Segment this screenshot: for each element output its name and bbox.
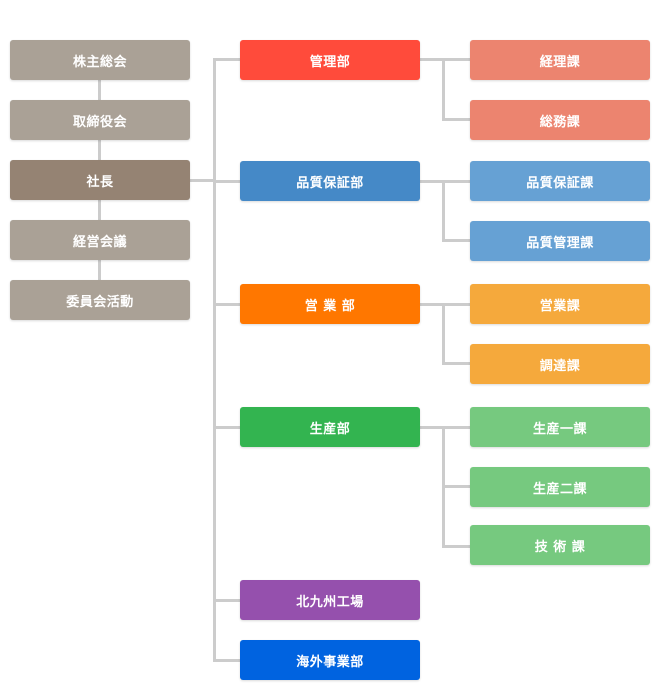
- management-meeting-box: 経営会議: [10, 220, 190, 260]
- kitakyushu-plant-box: 北九州工場: [240, 580, 420, 620]
- production-branch-to-second: [442, 485, 470, 488]
- admin-branch-vertical: [442, 58, 445, 121]
- quality-assurance-section-box: 品質保証課: [470, 161, 650, 201]
- quality-assurance-department-box: 品質保証部: [240, 161, 420, 201]
- president-to-trunk-connector: [190, 179, 216, 182]
- production-branch-horizontal: [420, 426, 470, 429]
- production-second-section-box: 生産二課: [470, 467, 650, 507]
- production-first-section-box: 生産一課: [470, 407, 650, 447]
- admin-branch-to-general-affairs: [442, 118, 470, 121]
- sales-section-box: 営業課: [470, 284, 650, 324]
- trunk-branch-admin: [213, 58, 240, 61]
- sales-department-box: 営 業 部: [240, 284, 420, 324]
- trunk-branch-overseas: [213, 659, 240, 662]
- admin-branch-horizontal: [420, 58, 470, 61]
- trunk-branch-quality: [213, 180, 240, 183]
- trunk-branch-kitakyushu: [213, 599, 240, 602]
- president-box: 社長: [10, 160, 190, 200]
- committee-activities-box: 委員会活動: [10, 280, 190, 320]
- production-department-box: 生産部: [240, 407, 420, 447]
- sales-branch-to-procurement: [442, 362, 470, 365]
- technical-section-box: 技 術 課: [470, 525, 650, 565]
- general-affairs-section-box: 総務課: [470, 100, 650, 140]
- procurement-section-box: 調達課: [470, 344, 650, 384]
- main-trunk-line: [213, 58, 216, 661]
- overseas-business-department-box: 海外事業部: [240, 640, 420, 680]
- trunk-branch-sales: [213, 303, 240, 306]
- production-branch-to-tech: [442, 545, 470, 548]
- sales-branch-vertical: [442, 303, 445, 365]
- trunk-branch-production: [213, 426, 240, 429]
- accounting-section-box: 経理課: [470, 40, 650, 80]
- admin-department-box: 管理部: [240, 40, 420, 80]
- quality-branch-vertical: [442, 180, 445, 242]
- quality-branch-horizontal: [420, 180, 470, 183]
- quality-branch-to-qc: [442, 239, 470, 242]
- shareholders-meeting-box: 株主総会: [10, 40, 190, 80]
- quality-control-section-box: 品質管理課: [470, 221, 650, 261]
- sales-branch-horizontal: [420, 303, 470, 306]
- board-of-directors-box: 取締役会: [10, 100, 190, 140]
